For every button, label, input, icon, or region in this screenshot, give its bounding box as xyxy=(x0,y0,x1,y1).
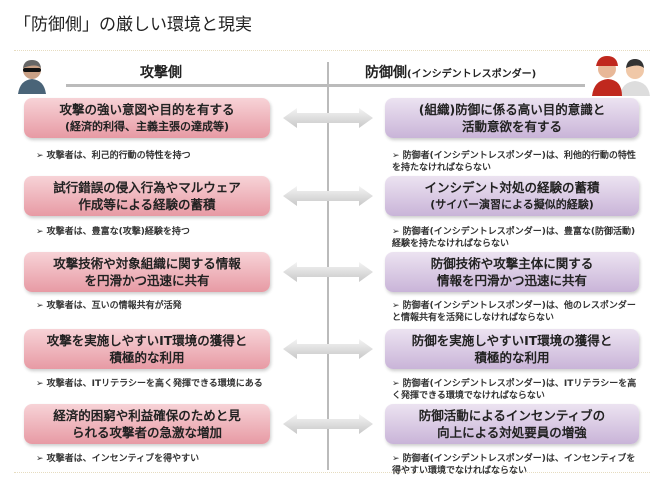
defender-point-sub: (サイバー演習による擬似的経験) xyxy=(430,198,594,211)
attacker-point-sub: 積極的な利用 xyxy=(109,350,185,365)
attacker-point-title: 経済的困窮や利益確保のためと見 xyxy=(53,408,241,423)
attacker-point-sub: を円滑かつ迅速に共有 xyxy=(84,273,210,288)
defender-point-sub: 情報を円滑かつ迅速に共有 xyxy=(436,273,587,288)
defender-avatars-icon xyxy=(592,56,650,96)
defender-note: ➢ 防御者(インシデントレスポンダー)は、ITリテラシーを高く発揮できる環境でな… xyxy=(392,379,637,401)
attacker-point-title: 攻撃の強い意図や目的を有する xyxy=(59,102,235,117)
attacker-point-sub: (経済的利得、主義主張の達成等) xyxy=(64,120,230,133)
defender-point-title: 防御技術や攻撃主体に関する xyxy=(430,256,594,271)
attacker-note: ➢ 攻撃者は、利己的行動の特性を持つ xyxy=(36,151,191,161)
attacker-point-box: 攻撃を実施しやすいIT環境の獲得と 積極的な利用 xyxy=(24,329,270,369)
attacker-point-box: 攻撃の強い意図や目的を有する (経済的利得、主義主張の達成等) xyxy=(24,98,270,138)
defender-note: ➢ 防御者(インシデントレスポンダー)は、利他的行動の特性を持たなければならない xyxy=(392,151,636,173)
attacker-header-line xyxy=(66,84,328,87)
defender-point-sub: 積極的な利用 xyxy=(474,350,550,365)
defender-header: 防御側(インシデントレスポンダー) xyxy=(365,62,536,82)
page-title: 「防御側」の厳しい環境と現実 xyxy=(14,15,252,35)
defender-point-box: (組織)防御に係る高い目的意識と 活動意欲を有する xyxy=(385,98,639,138)
double-arrow-icon xyxy=(283,262,373,282)
defender-point-title: (組織)防御に係る高い目的意識と xyxy=(418,102,606,117)
attacker-note: ➢ 攻撃者は、豊富な(攻撃)経験を持つ xyxy=(36,227,190,237)
defender-point-box: 防御技術や攻撃主体に関する 情報を円滑かつ迅速に共有 xyxy=(385,252,639,292)
defender-point-sub: 活動意欲を有する xyxy=(461,119,562,134)
defender-note: ➢ 防御者(インシデントレスポンダー)は、他のレスポンダーと情報共有を活発にしな… xyxy=(392,301,636,323)
attacker-point-box: 試行錯誤の侵入行為やマルウェア 作成等による経験の蓄積 xyxy=(24,176,270,216)
attacker-point-title: 攻撃技術や対象組織に関する情報 xyxy=(53,256,241,271)
defender-point-title: 防御活動によるインセンティブの xyxy=(418,408,606,423)
attacker-point-title: 攻撃を実施しやすいIT環境の獲得と xyxy=(46,333,248,348)
attacker-point-box: 攻撃技術や対象組織に関する情報 を円滑かつ迅速に共有 xyxy=(24,252,270,292)
attacker-point-sub: られる攻撃者の急激な増加 xyxy=(71,425,222,440)
double-arrow-icon xyxy=(283,108,373,128)
defender-point-box: インシデント対処の経験の蓄積 (サイバー演習による擬似的経験) xyxy=(385,176,639,216)
defender-header-line xyxy=(328,84,585,87)
defender-point-sub: 向上による対処要員の増強 xyxy=(437,425,587,440)
attacker-note: ➢ 攻撃者は、ITリテラシーを高く発揮できる環境にある xyxy=(36,379,263,389)
attacker-avatar-icon xyxy=(18,60,46,94)
double-arrow-icon xyxy=(283,414,373,434)
defender-point-box: 防御活動によるインセンティブの 向上による対処要員の増強 xyxy=(385,404,639,444)
defender-point-title: 防御を実施しやすいIT環境の獲得と xyxy=(411,333,613,348)
attacker-point-sub: 作成等による経験の蓄積 xyxy=(78,197,216,212)
attacker-point-box: 経済的困窮や利益確保のためと見 られる攻撃者の急激な増加 xyxy=(24,404,270,444)
divider-top xyxy=(14,50,650,51)
divider-bottom xyxy=(14,472,650,473)
double-arrow-icon xyxy=(283,339,373,359)
attacker-point-title: 試行錯誤の侵入行為やマルウェア xyxy=(53,180,241,195)
defender-point-box: 防御を実施しやすいIT環境の獲得と 積極的な利用 xyxy=(385,329,639,369)
defender-note: ➢ 防御者(インシデントレスポンダー)は、豊富な(防御活動)経験を持たなければな… xyxy=(392,227,636,249)
double-arrow-icon xyxy=(283,186,373,206)
attacker-note: ➢ 攻撃者は、インセンティブを得やすい xyxy=(36,454,200,464)
defender-header-label: 防御側 xyxy=(365,65,407,81)
attacker-header: 攻撃側 xyxy=(140,65,182,81)
defender-header-sub: (インシデントレスポンダー) xyxy=(407,69,537,80)
defender-note: ➢ 防御者(インシデントレスポンダー)は、インセンティブを得やすい環境でなければ… xyxy=(392,454,636,476)
defender-point-title: インシデント対処の経験の蓄積 xyxy=(424,180,600,195)
center-divider xyxy=(327,62,329,470)
attacker-note: ➢ 攻撃者は、互いの情報共有が活発 xyxy=(36,301,182,311)
